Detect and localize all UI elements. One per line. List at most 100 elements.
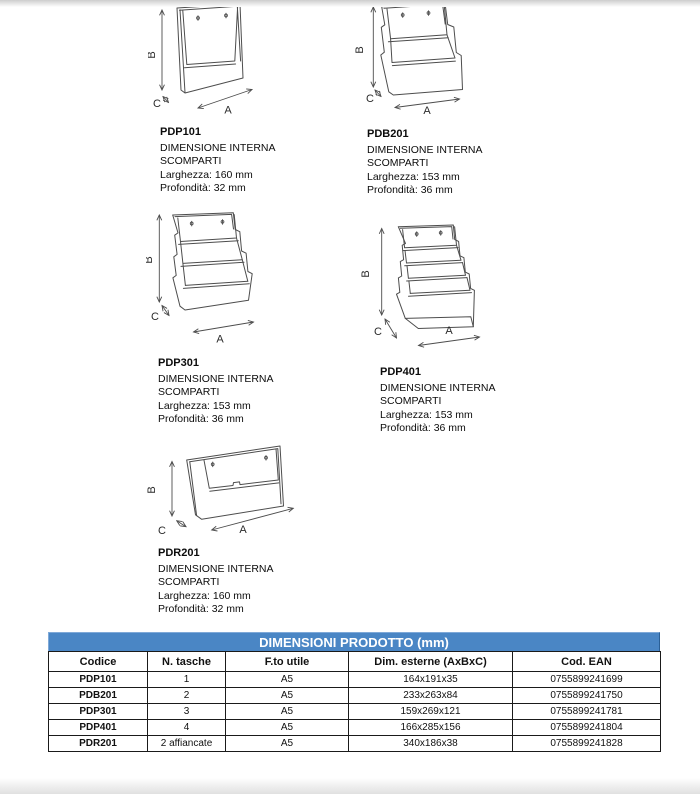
dim-label-b: B (148, 51, 158, 58)
pdr201-drawing: B C A (146, 445, 303, 537)
caption-line: Profondità: 32 mm (160, 182, 246, 194)
keyhole-icon (210, 455, 268, 468)
pdb201-caption: PDB201 DIMENSIONE INTERNA SCOMPARTI Larg… (367, 128, 483, 198)
dim-arrow-c (385, 319, 397, 338)
caption-line: DIMENSIONE INTERNA (158, 562, 274, 575)
table-cell: 0755899241804 (512, 719, 661, 736)
table-cell: 0755899241699 (512, 671, 661, 688)
caption-line: Profondità: 36 mm (380, 422, 466, 434)
dim-label-a: A (216, 334, 224, 346)
keyhole-icon (196, 12, 228, 21)
caption-line: SCOMPARTI (160, 155, 222, 167)
dim-label-a: A (445, 325, 453, 337)
column-header: N. tasche (147, 651, 226, 672)
table-cell: PDB201 (48, 687, 148, 704)
pdp301-caption: PDP301 DIMENSIONE INTERNA SCOMPARTI Larg… (158, 357, 274, 427)
dimension-arrows (382, 229, 480, 346)
caption-line: DIMENSIONE INTERNA (380, 381, 496, 394)
table-cell: 0755899241781 (512, 703, 661, 720)
table-cell: 233x263x84 (348, 687, 513, 704)
table-cell: PDP101 (48, 671, 148, 688)
dim-label-a: A (423, 105, 431, 117)
table-cell: 2 (147, 687, 226, 704)
table-cell: A5 (225, 719, 349, 736)
product-code: PDB201 (367, 128, 409, 140)
table-title: DIMENSIONI PRODOTTO (mm) (48, 632, 660, 651)
dim-arrow-c (177, 521, 186, 527)
pdp101-caption: PDP101 DIMENSIONE INTERNA SCOMPARTI Larg… (160, 126, 276, 196)
caption-line: Larghezza: 153 mm (158, 399, 251, 412)
pdp301-drawing: B C A (146, 212, 281, 346)
table-cell: PDP401 (48, 719, 148, 736)
dimension-arrows (162, 10, 252, 108)
caption-line: SCOMPARTI (158, 576, 220, 588)
table-cell: 166x285x156 (348, 719, 513, 736)
product-figure-pdb201: B C A (352, 0, 477, 122)
dim-label-c: C (366, 93, 374, 105)
dim-label-b: B (360, 270, 372, 277)
column-header: Codice (48, 651, 148, 672)
product-figure-pdp401: B C A (352, 222, 487, 364)
pdr201-caption: PDR201 DIMENSIONE INTERNA SCOMPARTI Larg… (158, 547, 274, 617)
dim-arrow-a (194, 322, 254, 332)
holder-outline (396, 224, 475, 329)
product-code: PDP401 (380, 366, 421, 378)
product-figure-pdr201: B C A (138, 440, 303, 540)
dim-label-a: A (224, 105, 232, 117)
table-cell: 164x191x35 (348, 671, 513, 688)
dim-label-b: B (146, 256, 155, 263)
column-header: Cod. EAN (512, 651, 661, 672)
caption-line: SCOMPARTI (380, 395, 442, 407)
pdb201-drawing: B C A (354, 2, 463, 117)
dim-label-c: C (151, 311, 159, 323)
table-cell: 159x269x121 (348, 703, 513, 720)
dimension-arrows (373, 7, 459, 108)
pdp401-drawing: B C A (360, 224, 487, 364)
table-cell: 0755899241750 (512, 687, 661, 704)
pdp401-caption: PDP401 DIMENSIONE INTERNA SCOMPARTI Larg… (380, 366, 496, 436)
dimension-arrows (159, 215, 253, 332)
column-header: Dim. esterne (AxBxC) (348, 651, 513, 672)
dimension-arrows (172, 462, 293, 531)
page-top-shadow (0, 0, 700, 7)
keyhole-icon (189, 219, 225, 227)
holder-outline (176, 3, 244, 94)
table-cell: PDR201 (48, 735, 148, 752)
table-cell: 4 (147, 719, 226, 736)
table-cell: A5 (225, 735, 349, 752)
caption-line: DIMENSIONE INTERNA (160, 141, 276, 154)
caption-line: SCOMPARTI (367, 157, 429, 169)
product-code: PDP301 (158, 357, 199, 369)
dim-arrow-c (163, 97, 169, 103)
dim-arrow-a (198, 90, 252, 109)
table-cell: PDP301 (48, 703, 148, 720)
dim-arrow-a (395, 99, 460, 108)
product-code: PDP101 (160, 126, 201, 138)
caption-line: Profondità: 36 mm (367, 184, 453, 196)
dim-label-c: C (153, 98, 161, 110)
caption-line: Larghezza: 160 mm (160, 168, 253, 181)
caption-line: Profondità: 32 mm (158, 603, 244, 615)
table-cell: 0755899241828 (512, 735, 661, 752)
product-figure-pdp301: B C A (146, 210, 281, 350)
dim-label-b: B (146, 486, 158, 493)
product-code: PDR201 (158, 547, 200, 559)
holder-outline (186, 445, 284, 520)
keyhole-icon (414, 230, 443, 237)
dim-label-c: C (374, 326, 382, 338)
dim-arrow-a (419, 337, 480, 346)
table-cell: A5 (225, 703, 349, 720)
table-cell: A5 (225, 687, 349, 704)
keyhole-icon (400, 10, 431, 18)
product-figure-pdp101: B C A (148, 0, 293, 122)
dim-label-a: A (239, 524, 247, 536)
page-bottom-shadow (0, 778, 700, 794)
dim-arrow-c (375, 90, 381, 97)
